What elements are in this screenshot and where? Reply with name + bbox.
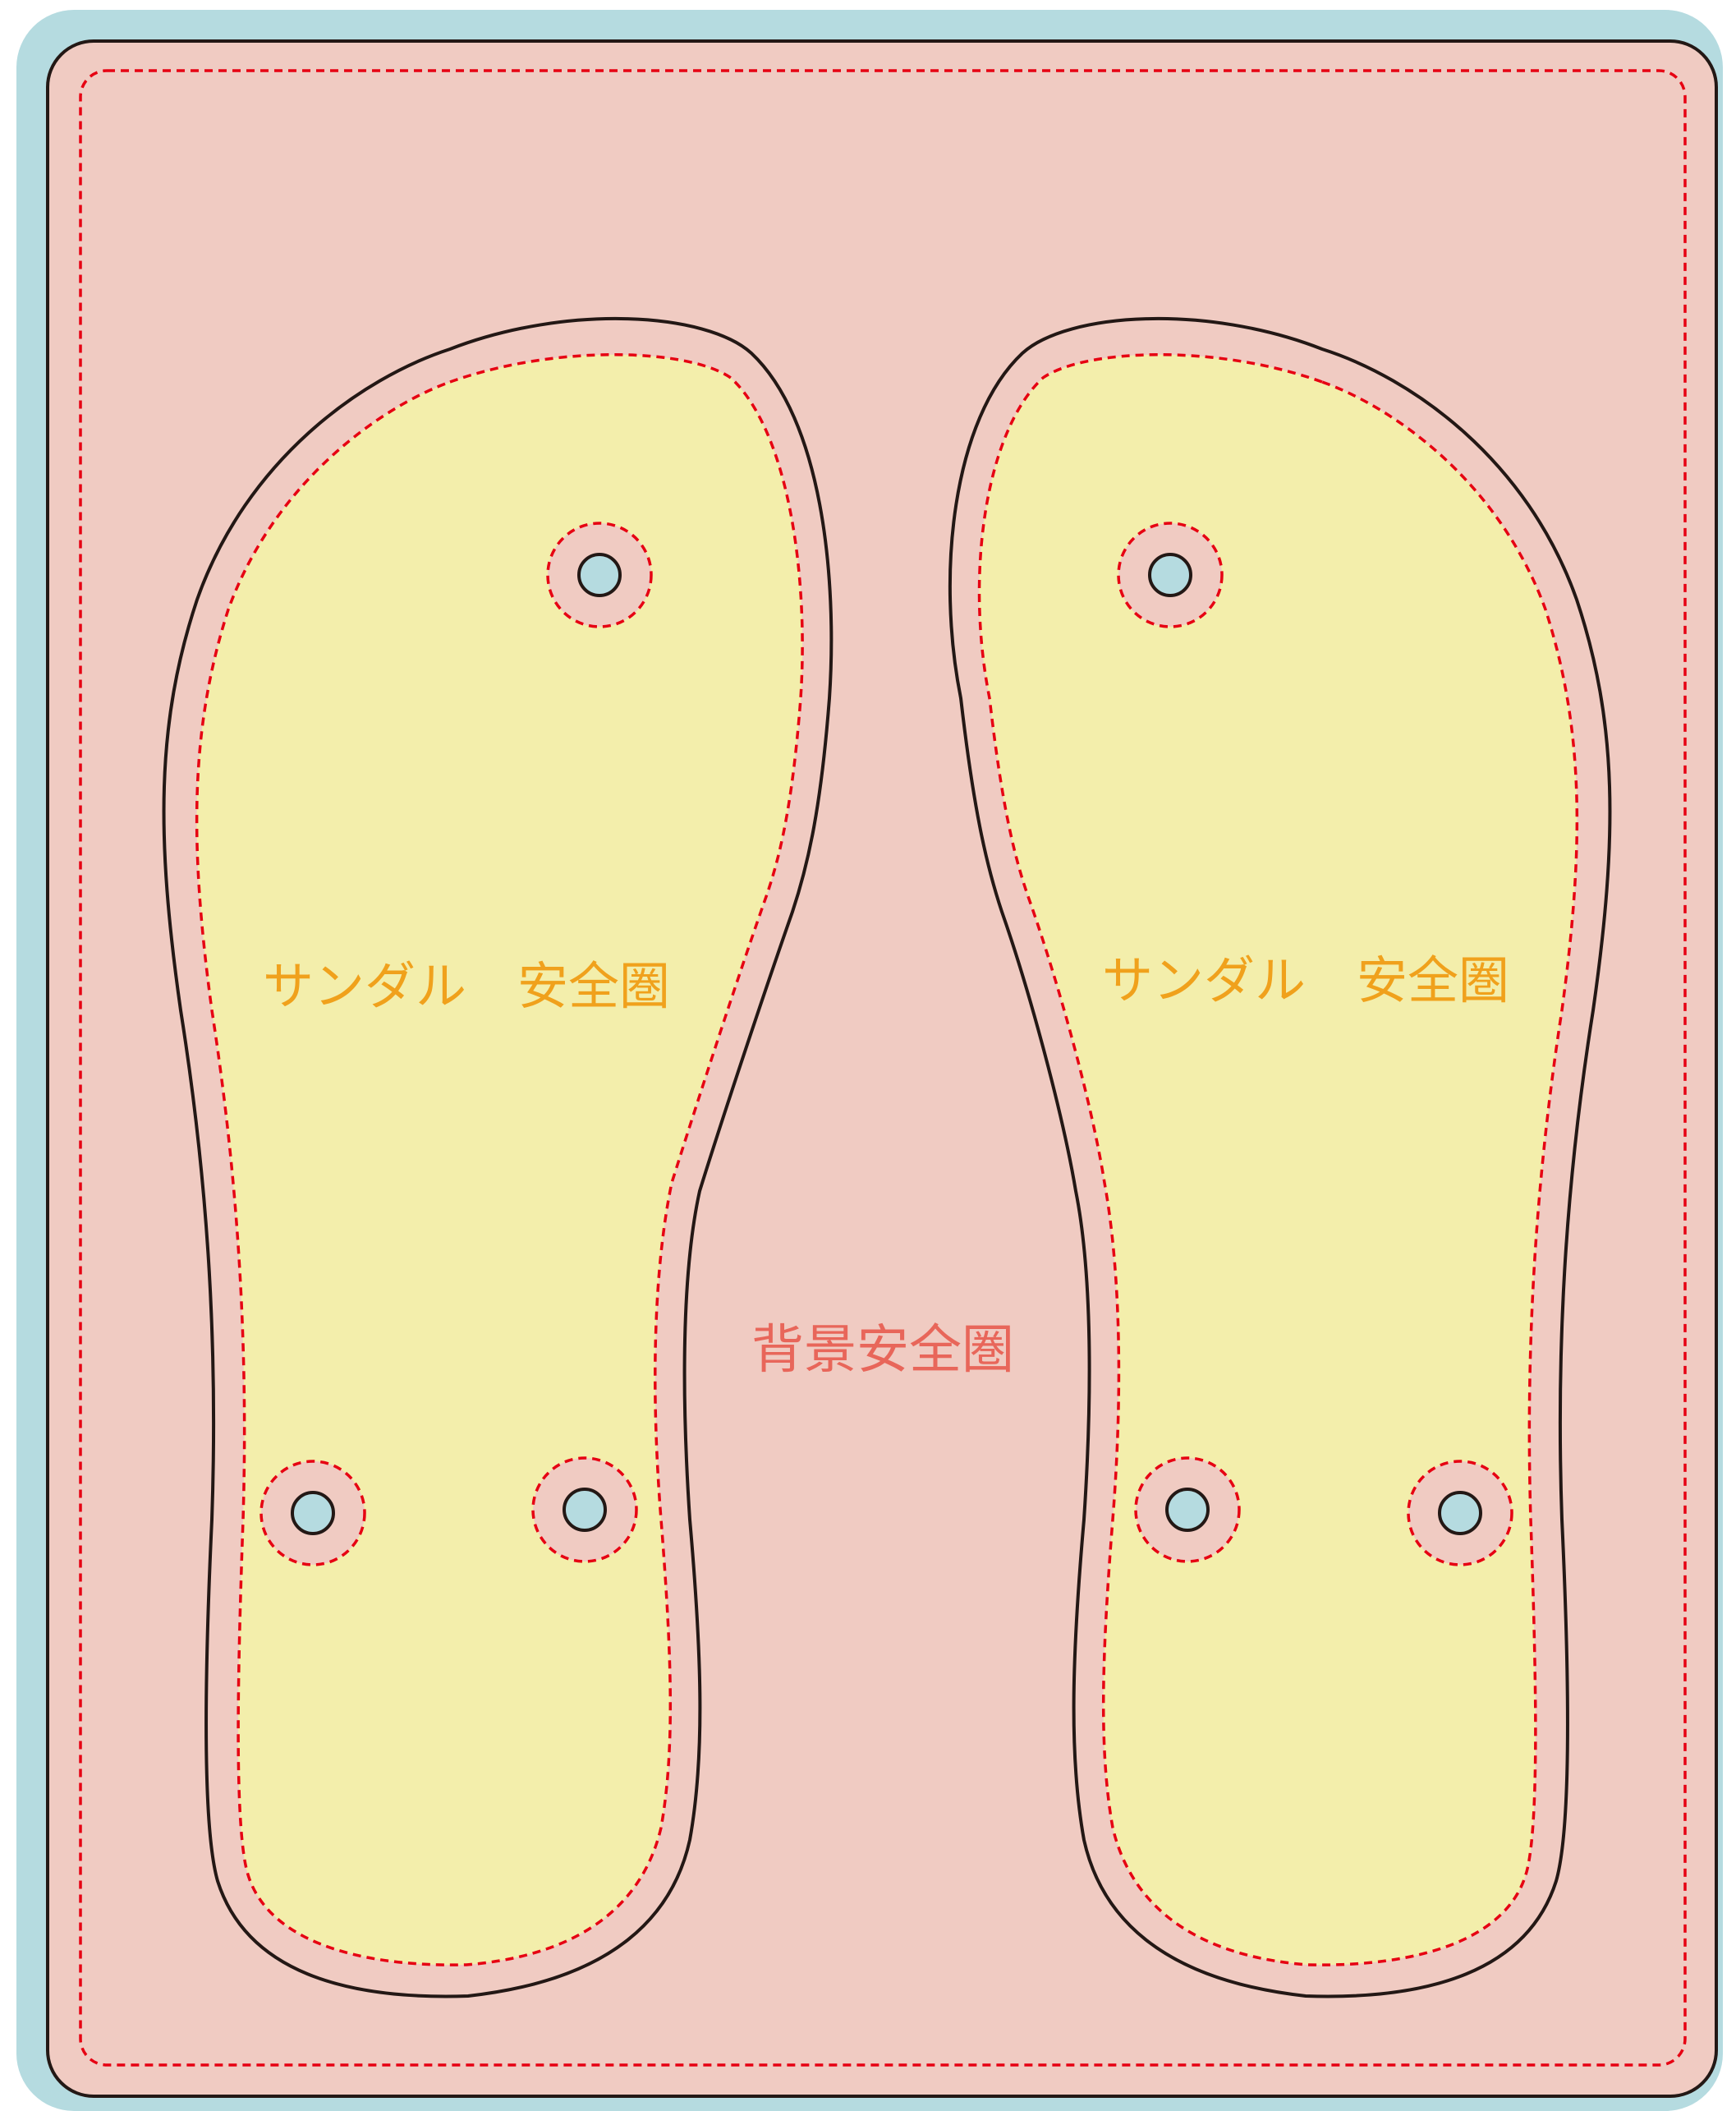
right-sandal-safe-label: サンダル 安全圏 <box>1102 950 1509 1010</box>
background-safe-line <box>79 69 1687 2067</box>
right-sandal <box>948 316 1612 1998</box>
left-sandal-safe-label: サンダル 安全圏 <box>263 956 670 1016</box>
background-safe-label: 背景安全圏 <box>751 1320 1014 1381</box>
left-hole-heel-inner <box>531 1456 638 1563</box>
right-hole-heel-outer <box>1407 1460 1513 1566</box>
left-hole-toe <box>546 522 653 628</box>
left-hole-heel-outer <box>259 1460 366 1566</box>
left-sandal <box>162 316 834 1998</box>
right-hole-toe <box>1117 522 1224 628</box>
right-hole-heel-inner <box>1134 1456 1241 1563</box>
